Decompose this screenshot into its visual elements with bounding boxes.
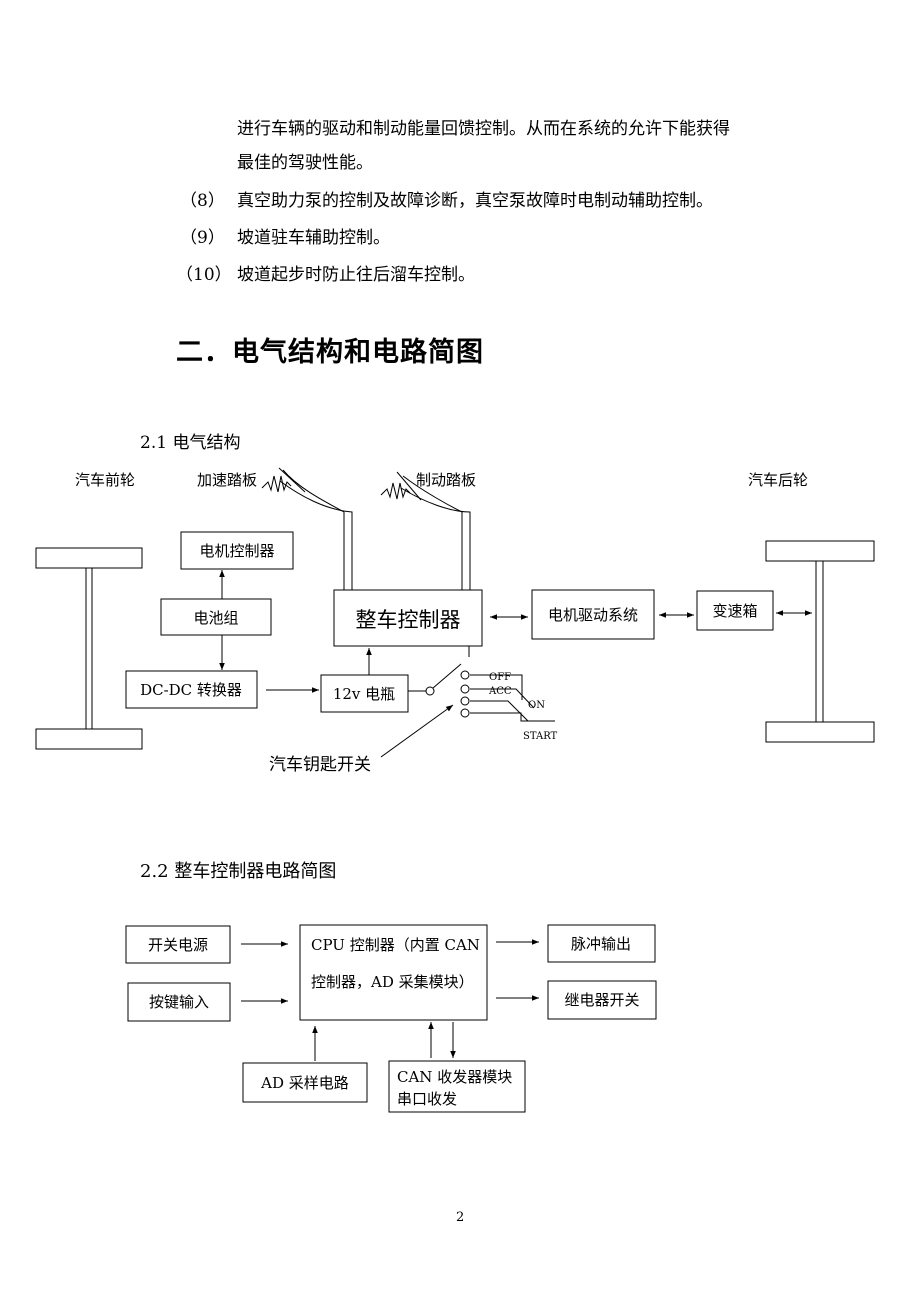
dcdc-converter-label: DC-DC 转换器 (140, 681, 242, 699)
key-switch-label: 汽车钥匙开关 (269, 755, 371, 775)
list-item-number: （9） (180, 228, 225, 248)
battery-12v-box (320, 674, 409, 713)
pulse-output-label: 脉冲输出 (571, 935, 631, 953)
accel-pedal-spring (261, 467, 353, 590)
front-wheel-label: 汽车前轮 (75, 471, 135, 489)
motor-drive-label: 电机驱动系统 (548, 606, 638, 624)
brake-pedal-label: 制动踏板 (416, 471, 476, 489)
gearbox-box (696, 590, 774, 631)
paragraph-continuation-line-2: 最佳的驾驶性能。 (237, 153, 373, 173)
accel-pedal-label: 加速踏板 (197, 471, 257, 489)
ad-sampling-label: AD 采样电路 (260, 1074, 349, 1092)
motor-drive-box (531, 589, 655, 640)
can-transceiver-label-line1: CAN 收发器模块 (397, 1068, 512, 1086)
battery-pack-label: 电池组 (193, 609, 238, 627)
switch-on-label: ON (528, 700, 545, 711)
brake-pedal-spring (380, 471, 471, 590)
switch-start-label: START (523, 731, 558, 742)
key-input-box (127, 982, 231, 1022)
paragraph-continuation-line-1: 进行车辆的驱动和制动能量回馈控制。从而在系统的允许下能获得 (237, 119, 730, 139)
diagram2-arrows (241, 939, 539, 1061)
list-item-text: 真空助力泵的控制及故障诊断，真空泵故障时电制动辅助控制。 (237, 191, 713, 211)
rear-wheel-axle (765, 540, 875, 743)
switch-off-label: OFF (489, 672, 511, 683)
battery-pack-box (160, 598, 272, 636)
front-wheel-axle (35, 547, 143, 750)
section-title: 二．电气结构和电路简图 (176, 337, 484, 368)
ad-sampling-box (242, 1062, 368, 1103)
cpu-controller-label-line2: 控制器，AD 采集模块） (311, 973, 474, 991)
can-transceiver-label-line2: 串口收发 (397, 1090, 457, 1108)
diagram2-heading: 2.2 整车控制器电路简图 (140, 861, 336, 882)
relay-switch-label: 继电器开关 (564, 991, 639, 1009)
list-item-text: 坡道驻车辅助控制。 (237, 228, 390, 248)
key-input-label: 按键输入 (149, 993, 209, 1011)
switch-acc-label: ACC (488, 686, 512, 697)
pulse-output-box (547, 924, 656, 963)
gearbox-label: 变速箱 (712, 602, 757, 620)
list-item-text: 坡道起步时防止往后溜车控制。 (237, 265, 475, 285)
battery-12v-label: 12v 电瓶 (333, 685, 395, 703)
relay-switch-box (547, 980, 657, 1020)
key-switch (408, 646, 555, 722)
dcdc-converter-box (125, 670, 258, 709)
list-item-number: （8） (180, 191, 225, 211)
diagram1-arrows (219, 570, 812, 758)
vcu-box (333, 589, 483, 647)
cpu-controller-box (299, 924, 488, 1021)
motor-controller-label: 电机控制器 (199, 542, 274, 560)
list-item-number: （10） (176, 265, 232, 285)
motor-controller-box (180, 531, 294, 570)
power-switch-box (125, 925, 231, 964)
vcu-label: 整车控制器 (356, 608, 461, 632)
page-number: 2 (456, 1210, 465, 1225)
cpu-controller-label-line1: CPU 控制器（内置 CAN (311, 936, 480, 954)
rear-wheel-label: 汽车后轮 (748, 471, 808, 489)
diagram1-heading: 2.1 电气结构 (140, 433, 240, 453)
power-switch-label: 开关电源 (148, 936, 208, 954)
can-transceiver-box (388, 1060, 526, 1113)
